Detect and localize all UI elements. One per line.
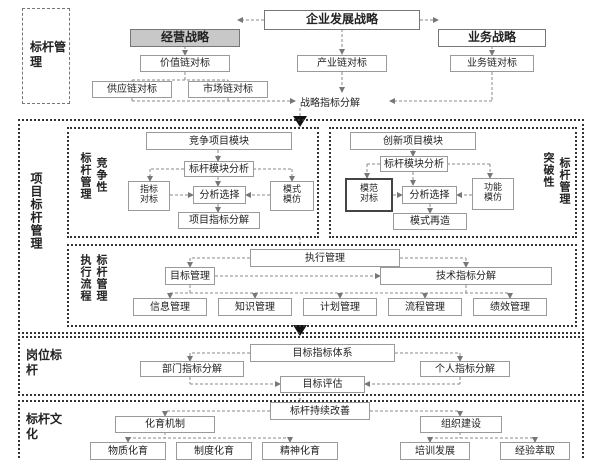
pattern-imitation-box: 模式模仿 <box>270 181 314 211</box>
info-management-box: 信息管理 <box>133 298 207 316</box>
enterprise-strategy-box: 企业发展战略 <box>264 10 420 30</box>
process-management-box: 流程管理 <box>388 298 462 316</box>
top-label-frame <box>22 8 70 104</box>
market-chain-box: 市场链对标 <box>188 81 268 98</box>
indicator-benchmark-box: 指标对标 <box>128 181 170 211</box>
organization-building-box: 组织建设 <box>420 416 502 433</box>
business-strategy-box: 经营战略 <box>130 29 240 47</box>
culture-section-frame <box>18 400 584 460</box>
system-cultivation-box: 制度化育 <box>176 442 252 460</box>
execution-block-frame <box>67 244 577 327</box>
supply-chain-box: 供应链对标 <box>92 81 172 98</box>
execution-label-b: 标杆管理 <box>95 254 108 302</box>
post-section-frame <box>18 336 584 396</box>
continuous-improvement-box: 标杆持续改善 <box>270 402 370 420</box>
dept-decomposition-box: 部门指标分解 <box>140 361 244 377</box>
cultivation-mechanism-box: 化育机制 <box>115 416 215 433</box>
target-system-box: 目标指标体系 <box>250 344 395 362</box>
project-section-frame <box>18 119 584 334</box>
operations-strategy-box: 业务战略 <box>438 29 546 47</box>
strategy-decomposition-text: 战略指标分解 <box>300 98 360 109</box>
training-development-box: 培训发展 <box>400 442 470 460</box>
material-cultivation-box: 物质化育 <box>90 442 166 460</box>
innovative-module-box: 创新项目模块 <box>350 132 476 150</box>
service-chain-box: 业务链对标 <box>450 55 534 72</box>
innovative-block-frame <box>329 127 577 238</box>
value-chain-box: 价值链对标 <box>140 55 230 72</box>
culture-section-label: 标杆文化 <box>26 412 63 441</box>
goal-management-box: 目标管理 <box>165 267 215 285</box>
innovative-label-a: 突破性 <box>542 152 555 188</box>
competitive-analysis-box: 标杆模块分析 <box>184 161 254 177</box>
knowledge-management-box: 知识管理 <box>218 298 292 316</box>
flow-triangle-1 <box>293 116 307 127</box>
target-evaluation-box: 目标评估 <box>280 376 365 393</box>
function-imitation-box: 功能模仿 <box>472 178 514 210</box>
spirit-cultivation-box: 精神化育 <box>262 442 338 460</box>
tech-decomposition-box: 技术指标分解 <box>380 267 552 285</box>
innovative-label-b: 标杆管理 <box>558 157 571 205</box>
pattern-recreate-box: 模式再造 <box>393 213 467 230</box>
execution-management-box: 执行管理 <box>250 249 400 267</box>
performance-management-box: 绩效管理 <box>473 298 547 316</box>
industry-chain-box: 产业链对标 <box>297 55 387 72</box>
plan-management-box: 计划管理 <box>303 298 377 316</box>
project-section-label: 项目标杆管理 <box>29 172 43 250</box>
competitive-module-box: 竞争项目模块 <box>146 132 292 150</box>
innovative-selection-box: 分析选择 <box>402 186 457 204</box>
competitive-block-frame <box>67 127 319 238</box>
experience-extraction-box: 经验萃取 <box>500 442 570 460</box>
innovative-analysis-box: 标杆模块分析 <box>380 156 448 172</box>
post-section-label: 岗位标杆 <box>26 348 63 377</box>
project-decomposition-box: 项目指标分解 <box>178 212 260 229</box>
competitive-label-a: 标杆管理 <box>79 152 92 200</box>
competitive-label-b: 竞争性 <box>95 157 108 193</box>
top-section-label: 标杆管理 <box>30 40 67 69</box>
model-benchmark-box: 模范对标 <box>345 178 393 212</box>
person-decomposition-box: 个人指标分解 <box>420 361 510 377</box>
competitive-selection-box: 分析选择 <box>193 186 246 204</box>
flow-triangle-2 <box>293 325 307 336</box>
execution-label-a: 执行流程 <box>79 254 92 302</box>
